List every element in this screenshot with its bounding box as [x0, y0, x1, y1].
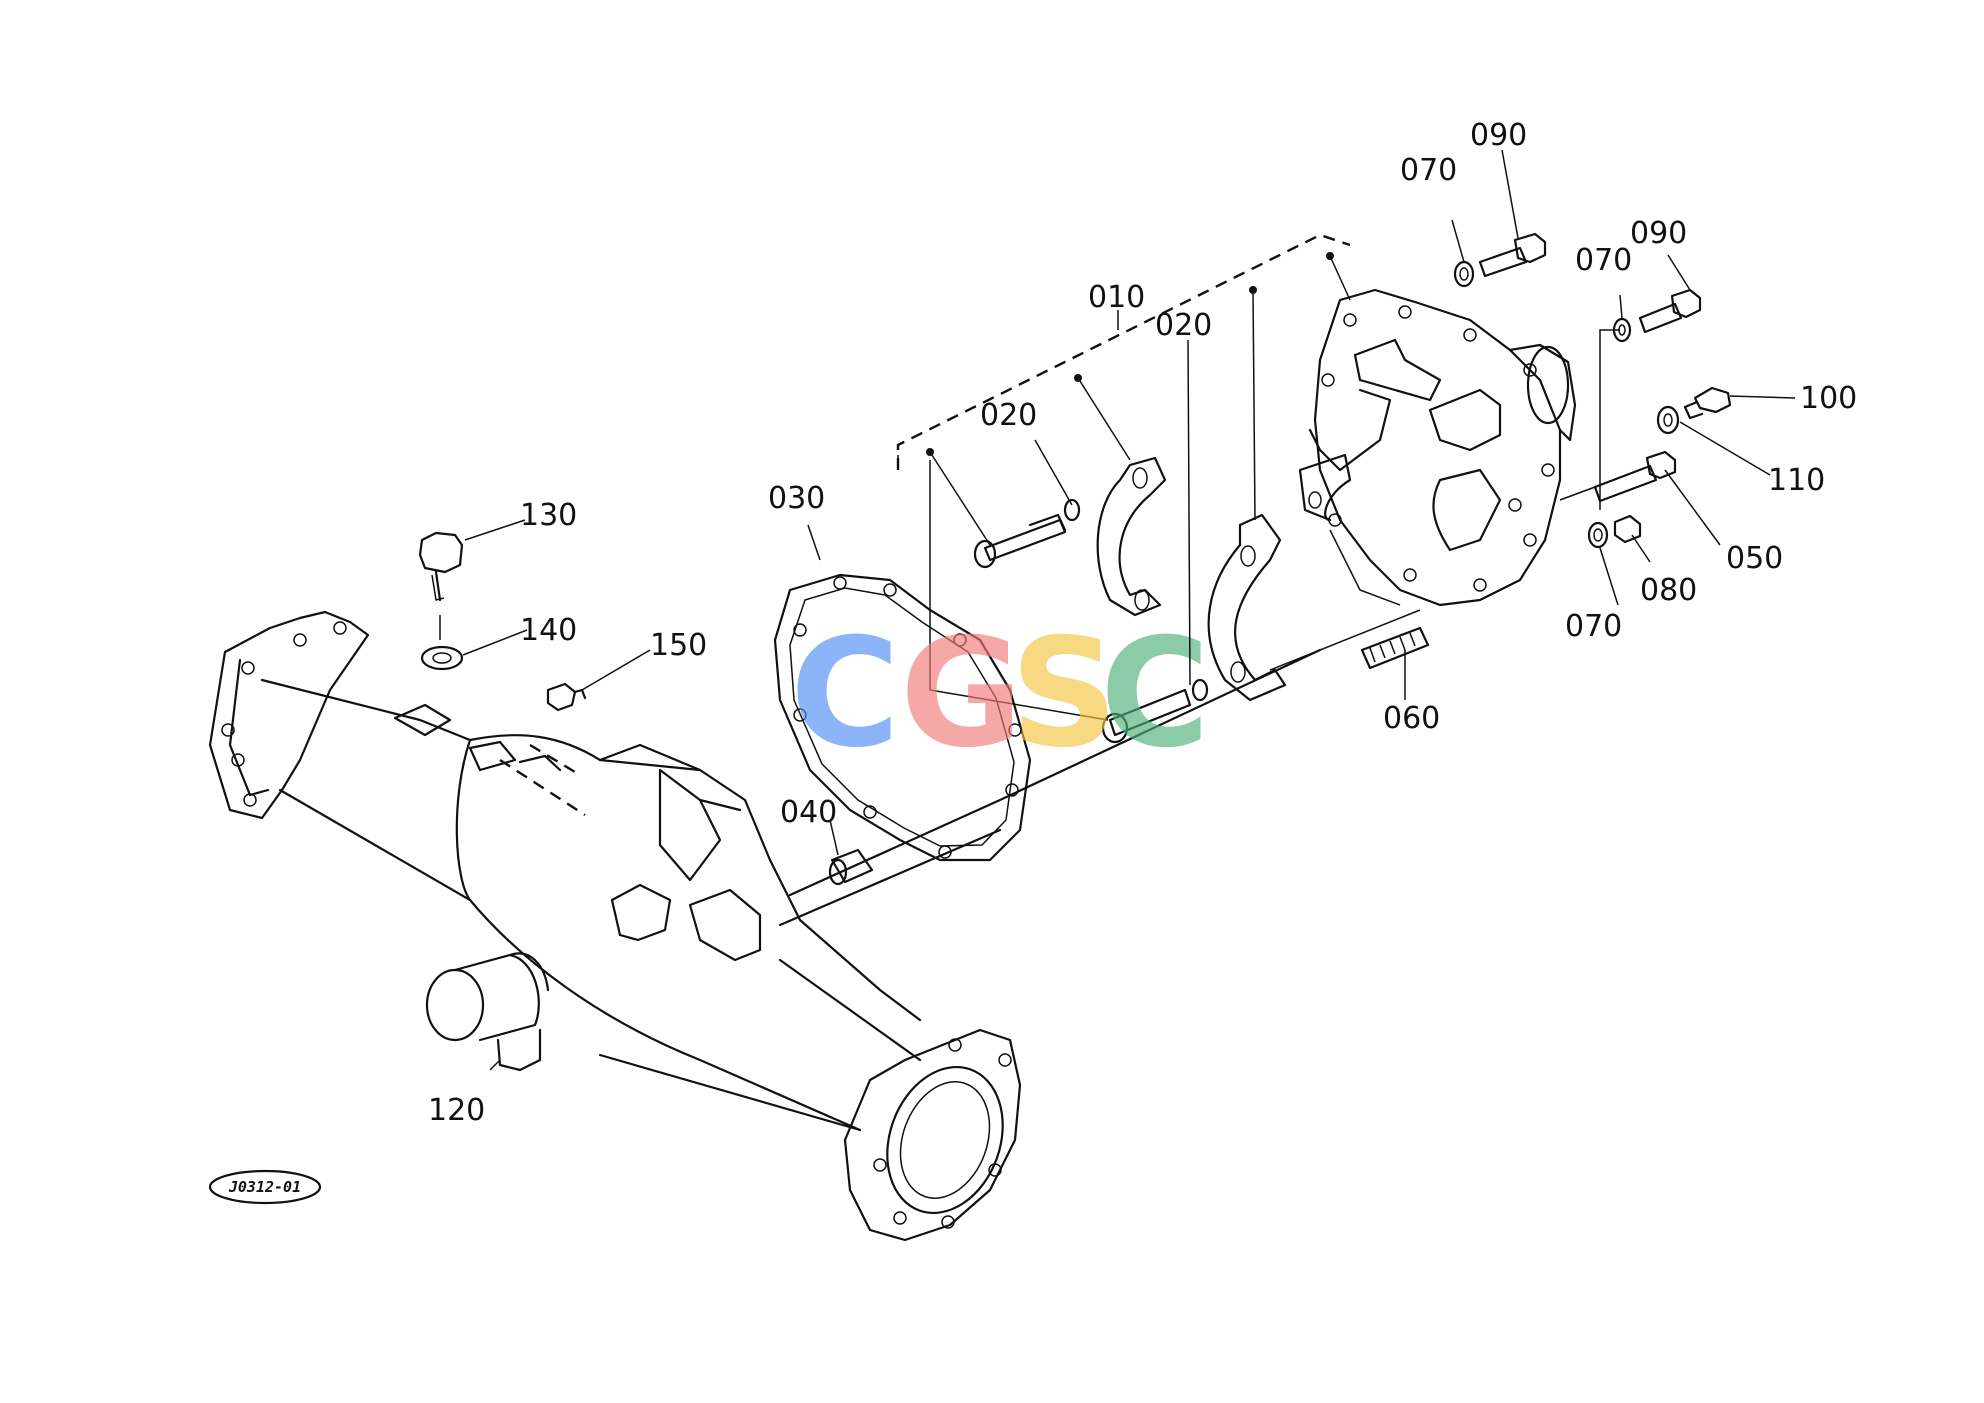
- part-labels: 010 020 020 030 040 050 060 070 070 070 …: [428, 118, 1857, 1128]
- bearing-cap-lower: [1207, 289, 1421, 702]
- breather-130-140: [418, 531, 464, 671]
- diagram-code-badge: J0312-01: [208, 1169, 322, 1205]
- label-050: 050: [1726, 541, 1783, 576]
- label-090-right: 090: [1630, 216, 1687, 251]
- axle-housing: [208, 610, 1022, 1242]
- label-070-top: 070: [1400, 153, 1457, 188]
- watermark-letter-2: G: [900, 607, 1023, 781]
- label-030: 030: [768, 481, 825, 516]
- gasket: [773, 573, 1032, 862]
- bolt-020-upper: [929, 451, 1081, 569]
- bolt-020-lower: [929, 460, 1209, 744]
- watermark-letter-3: S: [1010, 607, 1118, 781]
- stud-bolt: [1360, 626, 1430, 670]
- label-110: 110: [1768, 463, 1825, 498]
- hardware-090-upper: [1453, 232, 1547, 288]
- label-100: 100: [1800, 381, 1857, 416]
- label-010: 010: [1088, 280, 1145, 315]
- assembly-bracket: [896, 233, 1351, 470]
- label-150: 150: [650, 628, 707, 663]
- dowel-pin: [828, 848, 874, 886]
- label-070-bottom: 070: [1565, 609, 1622, 644]
- bearing-cap-upper: [1077, 377, 1167, 617]
- watermark-letter-1: C: [790, 607, 900, 781]
- diagram-code: J0312-01: [228, 1178, 301, 1196]
- label-070-mid: 070: [1575, 243, 1632, 278]
- label-020-lower: 020: [1155, 308, 1212, 343]
- hardware-100-110: [1656, 386, 1732, 435]
- hardware-090-lower: [1612, 288, 1702, 343]
- watermark: C G S C: [790, 607, 1210, 781]
- hardware-070-080: [1587, 514, 1642, 549]
- label-120: 120: [428, 1093, 485, 1128]
- label-140: 140: [520, 613, 577, 648]
- plug-150: [546, 682, 587, 712]
- label-090-top: 090: [1470, 118, 1527, 153]
- hardware-050: [1559, 450, 1677, 503]
- watermark-letter-4: C: [1100, 607, 1210, 781]
- label-020-upper: 020: [980, 398, 1037, 433]
- differential-carrier: [1298, 255, 1577, 607]
- label-130: 130: [520, 498, 577, 533]
- label-080: 080: [1640, 573, 1697, 608]
- leader-lines: [462, 149, 1796, 1071]
- label-060: 060: [1383, 701, 1440, 736]
- label-040: 040: [780, 795, 837, 830]
